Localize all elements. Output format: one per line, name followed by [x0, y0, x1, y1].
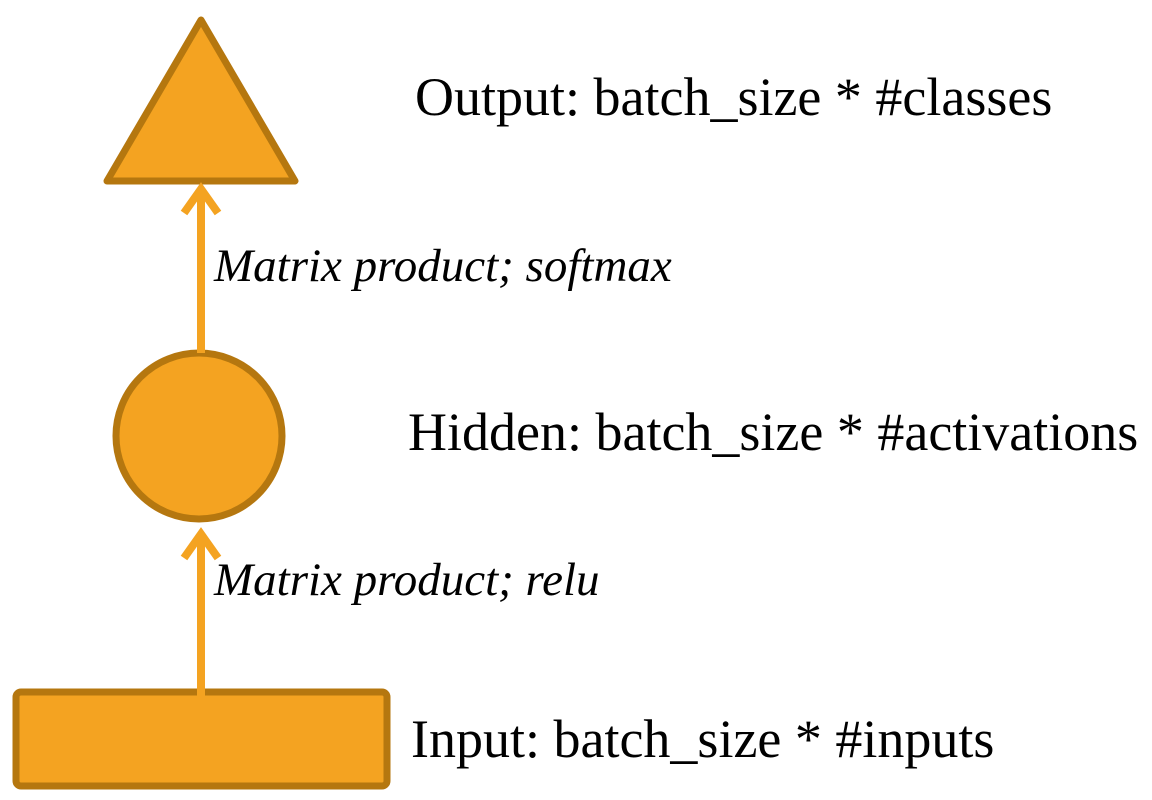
input-label: Input: batch_size * #inputs: [411, 709, 995, 769]
arrow-hidden-to-output-head-icon: [180, 182, 222, 216]
hidden-label: Hidden: batch_size * #activations: [408, 402, 1139, 462]
arrow-input-to-hidden: [180, 527, 222, 697]
hidden-circle-shape: [112, 349, 286, 523]
arrow-hidden-to-output: [180, 182, 222, 353]
edge-label-relu: Matrix product; relu: [214, 554, 600, 606]
output-label: Output: batch_size * #classes: [415, 67, 1053, 127]
output-triangle-shape: [103, 16, 299, 185]
arrow-input-to-hidden-head-icon: [180, 527, 222, 561]
input-rectangle-shape: [12, 688, 391, 790]
edge-label-softmax: Matrix product; softmax: [214, 240, 672, 292]
